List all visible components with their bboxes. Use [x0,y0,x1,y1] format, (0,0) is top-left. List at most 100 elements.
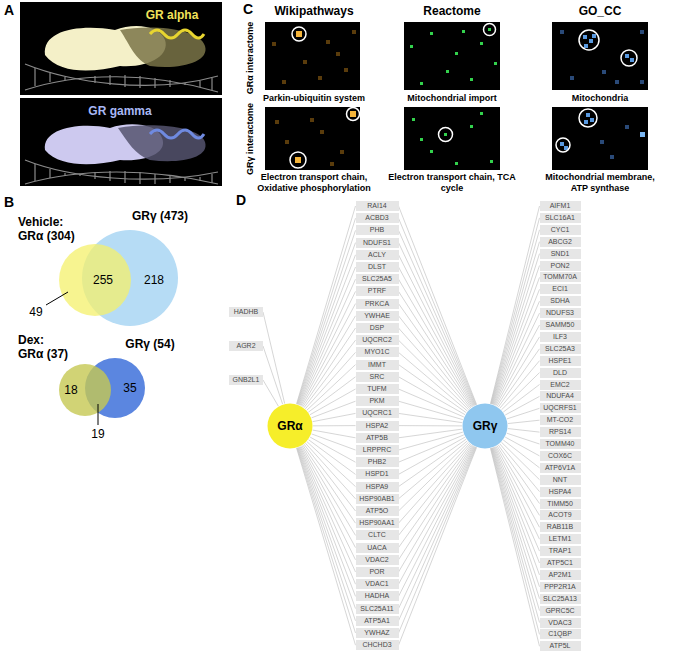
protein-box: HSPA9 [356,482,399,492]
protein-surface [45,26,206,164]
interaction-line [300,291,355,405]
protein-box: GPRC5C [540,606,581,616]
node-label: ECI1 [552,285,568,292]
interaction-line [399,340,469,410]
interaction-line [399,447,475,597]
protein-box: ATP5B [356,433,399,443]
node-label: AGR2 [236,342,255,349]
highlight-ring [484,24,496,36]
node-label: PKM [369,397,384,404]
structure-panel [20,98,222,186]
protein-box: RAB11B [540,522,581,532]
interaction-line [303,328,356,407]
node-label: HSPA4 [549,488,571,495]
node-label: ILF3 [553,333,567,340]
interaction-line [305,352,355,408]
protein-box: SLC25A11 [356,604,399,614]
interaction-line [307,365,356,411]
node-label: NDUFS1 [363,239,391,246]
protein-box: PHB [356,225,399,235]
protein-box: NDUFA4 [540,391,581,401]
protein-box: RAI14 [356,201,399,211]
interaction-line [491,218,540,404]
node-label: ATP6V1A [545,464,575,471]
node-label: SLC16A1 [545,214,575,221]
protein-box: GNB2L1 [229,375,263,385]
row-label: GRα interactome [245,22,256,95]
interaction-line [501,442,539,480]
dna-lattice [25,172,218,184]
protein-box: CYC1 [540,225,581,235]
column-header: Reactome [423,4,480,18]
interaction-line [493,277,540,404]
node-label: POR [369,568,384,575]
protein-box: HSP90AB1 [356,494,399,504]
panel-letter: A [4,2,14,19]
venn-circle [59,364,111,416]
interaction-line [500,361,540,409]
interaction-line [503,385,539,413]
protein-box: COX6C [540,451,581,461]
protein-box: ATP6V1A [540,463,581,473]
venn-circle [59,244,131,316]
dna-lattice [35,164,212,184]
protein-box: AIFM1 [540,201,581,211]
interaction-line [494,447,539,551]
protein-box: NDUFS1 [356,238,399,248]
count-number: 19 [91,427,104,441]
dna-lattice [25,77,218,92]
set-label: GRα (304) [18,229,75,243]
node-label: CLTC [368,531,386,538]
node-label: UQCRC1 [362,409,392,416]
set-label: GRγ (54) [125,337,174,351]
node-label: GPRC5C [545,607,574,614]
column-header: GO_CC [579,4,622,18]
interaction-line [263,312,285,404]
interaction-line [495,313,540,405]
node-label: PTRF [368,287,386,294]
protein-box: PTRF [356,286,399,296]
node-label: PHB [370,226,384,233]
node-label: ATP5L [550,642,571,649]
protein-box: PON2 [540,261,581,271]
node-label: ACLY [368,251,386,258]
protein-box: DSP [356,323,399,333]
circle-shape [463,404,508,449]
interaction-line [313,413,356,421]
protein-box: NNT [540,475,581,485]
interaction-line [304,340,356,408]
protein-box: ILF3 [540,332,581,342]
interaction-line [313,425,356,426]
node-label: GRγ [473,419,498,433]
interaction-line [491,206,540,404]
interaction-line [399,377,466,415]
protein-box: IMMT [356,360,399,370]
interaction-line [492,448,539,587]
protein-box: HADHA [356,591,399,601]
node-label: PON2 [550,262,569,269]
node-label: VDAC3 [548,619,571,626]
condition-label: Vehicle: [18,215,63,229]
node-label: ATP5C1 [547,559,573,566]
protein-box: UQCRC1 [356,408,399,418]
node-label: GRα [277,419,302,433]
node-label: HSPE1 [549,357,572,364]
node-label: SRC [370,373,385,380]
interaction-line [492,266,539,405]
node-label: DSP [370,324,384,331]
venn-circle [59,230,178,418]
node-label: COX6C [548,452,572,459]
protein-box: HSPA4 [540,487,581,497]
protein-box: VDAC2 [356,555,399,565]
protein-box: UQCRFS1 [540,403,581,413]
panel-letter: D [236,192,246,209]
interaction-line [297,448,355,621]
protein-box: UACA [356,543,399,553]
protein-box: PPP2R1A [540,582,581,592]
node-label: SLC25A5 [362,275,392,282]
interaction-line [399,446,474,584]
interaction-line [263,380,278,406]
protein-box: SDHA [540,296,581,306]
protein-box: LETM1 [540,534,581,544]
node-label: ATP5O [366,507,388,514]
